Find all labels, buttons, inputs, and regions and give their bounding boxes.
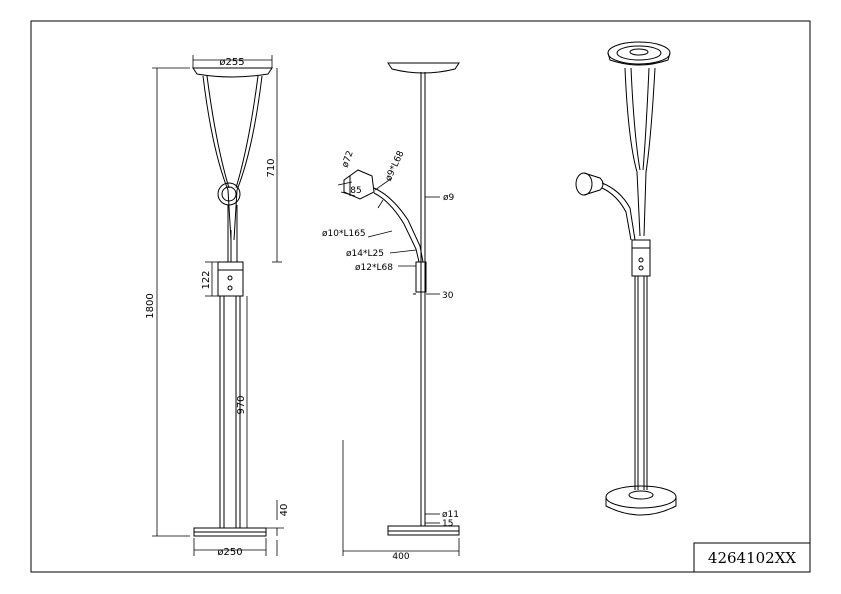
persp-reading-head: [575, 172, 593, 196]
product-id-box: [693, 542, 811, 573]
drawing-frame: [30, 20, 811, 573]
dim-base-diameter: ø250: [217, 547, 242, 558]
dim-shade-height: 710: [266, 158, 277, 177]
side-view: [343, 62, 460, 536]
front-view: [192, 67, 273, 537]
product-id: 4264102XX: [708, 549, 796, 567]
dim-arm-tip: ø9*L68: [384, 149, 407, 183]
dim-base-thickness: 15: [442, 519, 453, 529]
front-shade-arm-left: [202, 75, 232, 241]
dim-switch-height: 122: [201, 270, 212, 289]
dim-total-height: 1800: [145, 293, 156, 318]
persp-base: [605, 485, 677, 509]
dim-reading-head-depth: 85: [350, 186, 361, 196]
persp-shade-arm-right: [643, 67, 656, 237]
side-shade-bowl: [387, 62, 460, 74]
persp-switch-housing: [631, 239, 651, 277]
front-shade-arm-right: [233, 75, 263, 241]
persp-shade-arm-left: [624, 67, 641, 237]
side-switch: [415, 261, 427, 293]
dim-arm-main: ø10*L165: [322, 229, 366, 239]
side-reading-head: [343, 169, 375, 200]
dim-arm-joint: ø14*L25: [346, 249, 384, 259]
dim-switch-offset: 30: [442, 291, 454, 301]
front-switch-housing: [217, 261, 244, 297]
dim-reading-head-diameter: ø72: [341, 150, 356, 169]
side-reading-arm: [373, 187, 424, 263]
dim-base-height: 40: [279, 504, 290, 517]
persp-reading-arm: [601, 182, 636, 241]
perspective-view: [575, 41, 677, 516]
dim-pole-top: ø9: [443, 193, 455, 203]
front-reading-head: [217, 182, 241, 206]
dim-arm-reach: 400: [392, 552, 409, 562]
dim-shade-diameter: ø255: [219, 57, 244, 68]
dim-pole-bottom: ø11: [442, 510, 459, 520]
dim-stem-lower: 970: [236, 395, 247, 414]
front-shade-bowl: [192, 67, 273, 78]
dim-arm-low: ø12*L68: [355, 263, 393, 273]
